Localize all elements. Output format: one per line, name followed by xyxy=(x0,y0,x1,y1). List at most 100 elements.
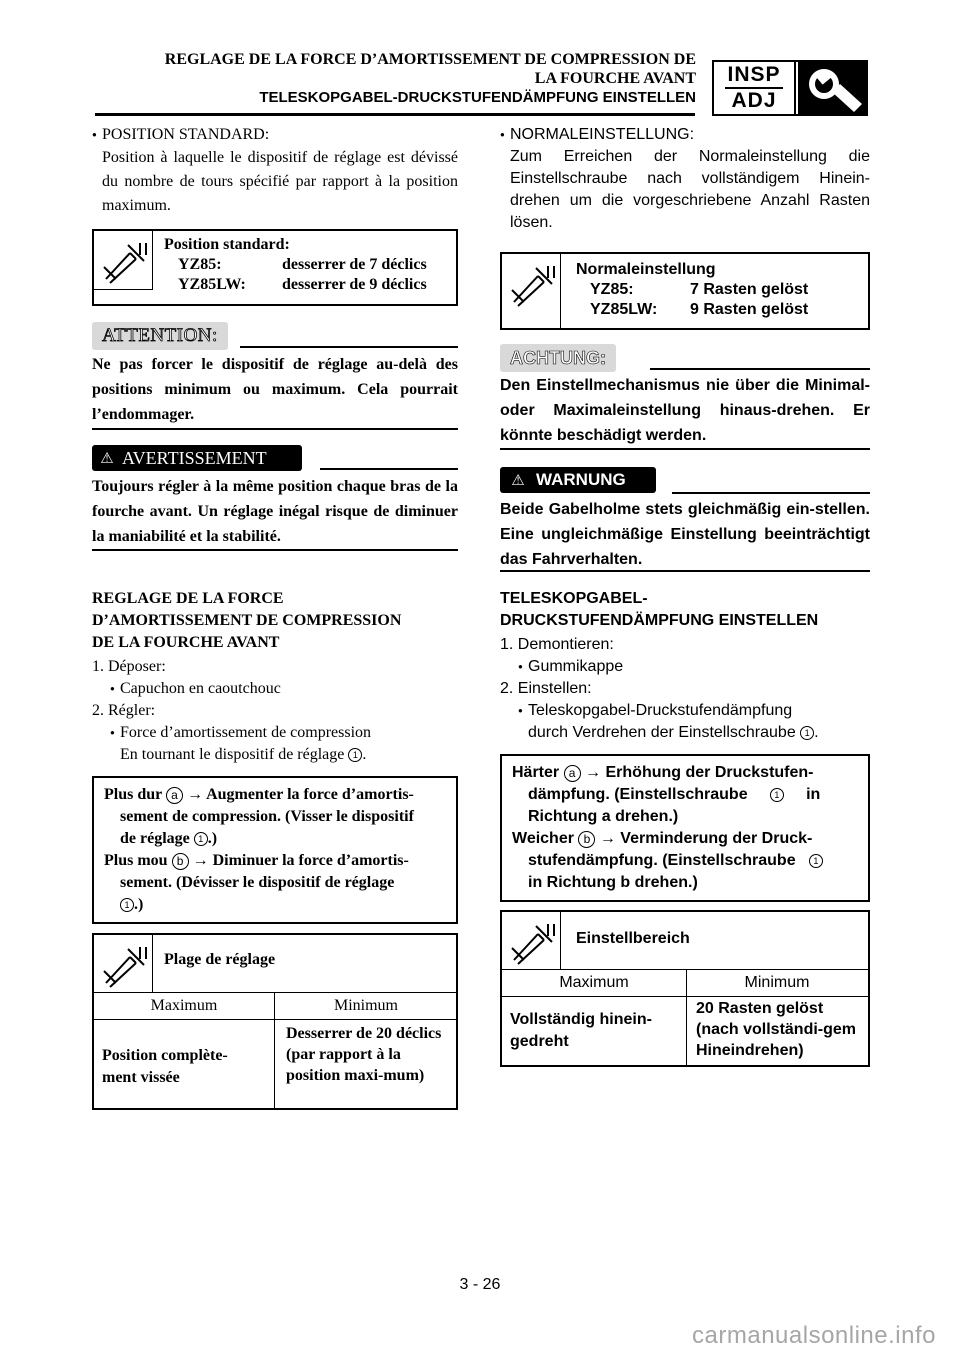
fr-warning-label: ⚠ AVERTISSEMENT xyxy=(92,445,302,471)
fr-adjust-text: sement. (Dévisser le dispositif de régla… xyxy=(120,874,395,891)
fr-section-title-line: D’AMORTISSEMENT DE COMPRESSION xyxy=(92,612,402,629)
page-header-titles: REGLAGE DE LA FORCE D’AMORTISSEMENT DE C… xyxy=(165,50,696,107)
fr-adjust-text: de réglage xyxy=(120,830,190,847)
fr-section-title-line: DE LA FOURCHE AVANT xyxy=(92,634,280,651)
marker-a: a xyxy=(563,765,581,782)
de-steps: 1. Demontieren: Gummikappe 2. Einstellen… xyxy=(500,634,870,744)
caliper-icon xyxy=(103,243,147,284)
fr-steps: 1. Déposer: Capuchon en caoutchouc 2. Ré… xyxy=(92,656,458,766)
marker-1: 1 xyxy=(193,832,208,846)
fr-warning-label-text: AVERTISSEMENT xyxy=(122,447,267,468)
de-section-title-line: DRUCKSTUFENDÄMPFUNG EINSTELLEN xyxy=(500,612,819,629)
fr-attention-label: ATTENTION: xyxy=(92,322,228,350)
fr-step-2-sub-text: En tournant le dispositif de réglage xyxy=(120,746,345,763)
fr-spec-icon-cell xyxy=(94,231,153,290)
de-adjust-line: stufendämpfung. (Einstellschraube 1 xyxy=(512,850,858,872)
de-spec-content: Normaleinstellung YZ85: 7 Rasten gelöst Y… xyxy=(576,260,808,320)
fr-warning-rule-bottom xyxy=(92,549,458,551)
fr-standard-text: Position à laquelle le dispositif de rég… xyxy=(102,149,458,214)
header-divider xyxy=(95,113,695,116)
fr-spec-row: YZ85LW:desserrer de 9 déclics xyxy=(164,275,427,295)
de-attention-rule-bottom xyxy=(500,448,870,450)
badge-label: INSP ADJ xyxy=(714,62,796,114)
divider xyxy=(94,1019,456,1020)
de-step-2: 2. Einstellen: xyxy=(500,680,592,697)
de-range-col-min: Minimum xyxy=(744,974,810,991)
fr-standard-spec-box: Position standard: YZ85: desserrer de 7 d… xyxy=(92,229,458,306)
de-spec-row: YZ85LW:9 Rasten gelöst xyxy=(576,300,808,320)
fr-spec-model: YZ85: xyxy=(178,256,222,273)
fr-adjust-text: .) xyxy=(207,830,218,847)
fr-adjust-harder: Plus dur xyxy=(104,786,162,803)
de-section-title-line: TELESKOPGABEL- xyxy=(500,590,648,607)
de-adjust-box: Härter a → Erhöhung der Druckstufen- däm… xyxy=(500,754,870,902)
fr-adjust-text: .) xyxy=(134,896,144,913)
de-range-max-value: Vollständig hinein-gedreht xyxy=(510,1011,652,1050)
de-spec-model: YZ85LW: xyxy=(590,301,658,318)
fr-spec-title: Position standard: xyxy=(164,236,290,253)
de-range-min-value: 20 Rasten gelöst (nach vollständi-gem Hi… xyxy=(696,1000,857,1059)
fr-section-title-line: REGLAGE DE LA FORCE xyxy=(92,590,284,607)
de-range-icon-cell xyxy=(502,912,561,969)
french-column: POSITION STANDARD: Position à laquelle l… xyxy=(92,124,458,218)
de-step-2-sub-text: durch Verdrehen der Einstellschraube xyxy=(528,724,796,741)
marker-1: 1 xyxy=(769,788,784,802)
de-adjust-text: → Verminderung der Druck- xyxy=(599,830,813,847)
fr-spec-value: desserrer de 7 déclics xyxy=(282,256,427,273)
header-title-de: TELESKOPGABEL-DRUCKSTUFENDÄMPFUNG EINSTE… xyxy=(259,89,696,106)
fr-adjust-line: Plus dur a → Augmenter la force d’amorti… xyxy=(104,784,446,806)
watermark: carmanualsonline.info xyxy=(692,1322,936,1349)
fr-step-1-item: Capuchon en caoutchouc xyxy=(110,678,458,700)
fr-attention-rule-bottom xyxy=(92,428,458,430)
fr-step-2: 2. Régler: xyxy=(92,702,156,719)
fr-range-title: Plage de réglage xyxy=(164,951,276,968)
caliper-icon xyxy=(511,924,555,965)
marker-b: b xyxy=(171,853,189,870)
fr-range-icon-cell xyxy=(94,935,153,992)
de-adjust-harder: Härter xyxy=(512,764,560,781)
marker-1: 1 xyxy=(120,898,134,912)
marker-1: 1 xyxy=(800,726,815,740)
fr-attention-text: Ne pas forcer le dispositif de réglage a… xyxy=(92,356,458,423)
de-spec-row: YZ85: 7 Rasten gelöst xyxy=(576,280,808,300)
de-section-title: TELESKOPGABEL- DRUCKSTUFENDÄMPFUNG EINST… xyxy=(500,588,870,632)
marker-b: b xyxy=(578,831,596,848)
fr-adjust-text: → Diminuer la force d’amortis- xyxy=(192,852,409,869)
de-adjust-text: in Richtung b drehen.) xyxy=(528,874,698,891)
badge-rule xyxy=(725,87,783,89)
de-spec-title: Normaleinstellung xyxy=(576,261,716,278)
divider xyxy=(502,996,868,997)
de-adjust-softer: Weicher xyxy=(512,830,574,847)
fr-section-title: REGLAGE DE LA FORCE D’AMORTISSEMENT DE C… xyxy=(92,588,458,654)
header-title-fr-line2: LA FOURCHE AVANT xyxy=(534,70,696,87)
fr-range-min-value: Desserrer de 20 déclics (par rapport à l… xyxy=(286,1025,442,1084)
fr-spec-content: Position standard: YZ85: desserrer de 7 d… xyxy=(164,235,427,295)
de-standard-bullet: NORMALEINSTELLUNG: xyxy=(500,124,870,146)
divider xyxy=(94,992,456,993)
de-spec-model: YZ85: xyxy=(590,281,634,298)
de-warning-rule-top xyxy=(672,492,870,494)
de-spec-icon-cell xyxy=(502,254,561,328)
de-attention-text: Den Einstellmechanismus nie über die Min… xyxy=(500,377,870,444)
fr-step-2-sub: En tournant le dispositif de réglage 1. xyxy=(120,746,367,763)
badge-top-text: INSP xyxy=(727,63,781,86)
de-step-2-item: Teleskopgabel-Druckstufendämpfung xyxy=(518,700,870,722)
fr-warning-rule-top xyxy=(320,468,458,470)
fr-standard-bullet: POSITION STANDARD: xyxy=(92,124,458,146)
de-range-table: Einstellbereich Maximum Minimum Vollstän… xyxy=(500,910,870,1067)
warning-triangle-icon: ⚠ xyxy=(100,450,114,467)
fr-adjust-line: Plus mou b → Diminuer la force d’amortis… xyxy=(104,850,446,872)
header-title-fr-line1: REGLAGE DE LA FORCE D’AMORTISSEMENT DE C… xyxy=(164,51,696,68)
de-adjust-text: stufendämpfung. (Einstellschraube xyxy=(528,852,796,869)
fr-adjust-softer: Plus mou xyxy=(104,852,168,869)
german-column: NORMALEINSTELLUNG: Zum Erreichen der Nor… xyxy=(500,124,870,234)
fr-range-col-min: Minimum xyxy=(333,997,398,1014)
de-spec-value: 7 Rasten gelöst xyxy=(690,281,809,298)
de-adjust-line: dämpfung. (Einstellschraube 1 in xyxy=(512,784,858,806)
marker-1: 1 xyxy=(808,854,823,868)
badge-bottom-text: ADJ xyxy=(731,89,777,112)
de-range-title: Einstellbereich xyxy=(576,930,690,947)
insp-adj-badge: INSP ADJ xyxy=(712,60,868,116)
fr-adjust-box: Plus dur a → Augmenter la force d’amorti… xyxy=(92,776,458,924)
de-warning-text: Beide Gabelholme stets gleichmäßig ein-s… xyxy=(500,501,870,568)
